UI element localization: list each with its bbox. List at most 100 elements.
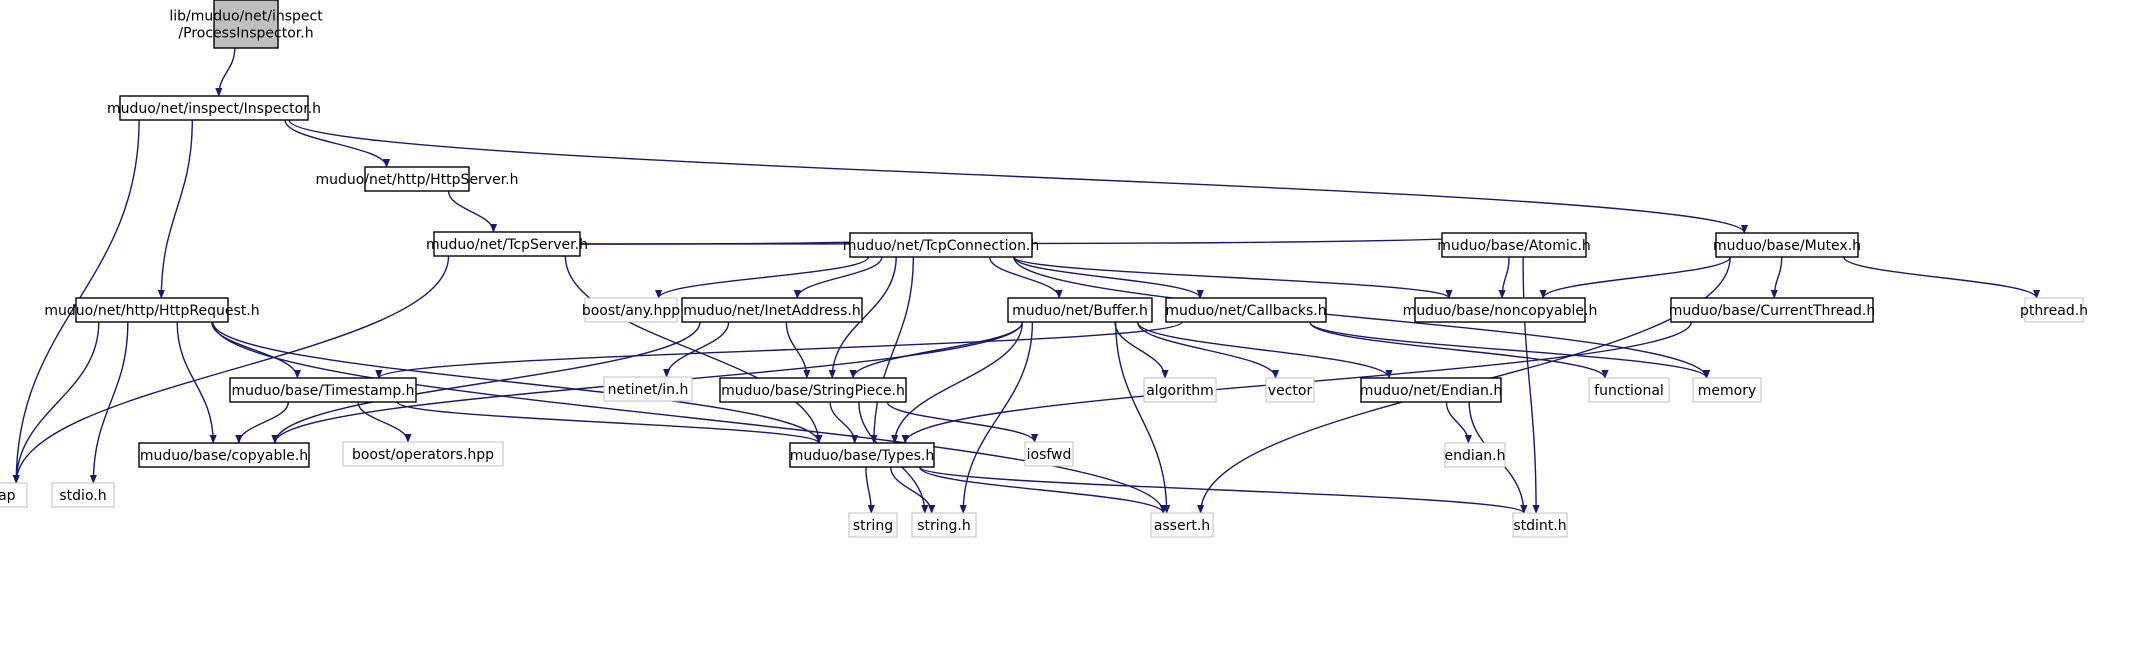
node-label-boostops: boost/operators.hpp	[352, 447, 494, 463]
node-box-tcpserver	[433, 231, 581, 257]
node-label-httpserver: muduo/net/http/HttpServer.h	[315, 172, 518, 188]
node-label-stringh: string.h	[917, 518, 971, 534]
node-label-buffer: muduo/net/Buffer.h	[1012, 303, 1148, 319]
edge-atomic-to-stdint	[1522, 256, 1540, 514]
edge-buffer-to-vector	[1136, 321, 1280, 379]
node-label-copyable: muduo/base/copyable.h	[140, 448, 308, 464]
node-box-vector	[1265, 377, 1315, 403]
node-root[interactable]: lib/muduo/net/inspect/ProcessInspector.h	[169, 0, 323, 49]
node-label-vector: vector	[1268, 383, 1313, 399]
node-stringh: string.h	[911, 512, 977, 538]
node-label-timestamp: muduo/base/Timestamp.h	[231, 383, 414, 399]
node-box-inetaddress	[681, 297, 863, 323]
node-label-noncopyable: muduo/base/noncopyable.h	[1403, 303, 1598, 319]
node-stringpiece[interactable]: muduo/base/StringPiece.h	[719, 377, 907, 403]
node-box-iosfwd	[1024, 441, 1074, 467]
edge-mutex-to-currentthread	[1770, 256, 1783, 299]
edge-tcpconnection-to-types	[870, 256, 915, 444]
edge-types-to-stringh	[890, 466, 936, 514]
node-box-endianh	[1444, 442, 1506, 468]
edge-tcpconnection-to-stringpiece	[828, 256, 897, 379]
edge-stringpiece-to-iosfwd	[886, 401, 1039, 443]
edge-tcpserver-to-types	[564, 255, 823, 444]
edge-callbacks-to-memory	[1309, 321, 1711, 379]
node-box-algorithm	[1143, 377, 1217, 403]
node-buffer[interactable]: muduo/net/Buffer.h	[1007, 297, 1153, 323]
node-boostops: boost/operators.hpp	[342, 441, 504, 467]
node-tcpconnection[interactable]: muduo/net/TcpConnection.h	[843, 232, 1040, 258]
node-functional: functional	[1588, 377, 1670, 403]
edge-endian-to-endianh	[1445, 401, 1472, 444]
node-label-netinet: netinet/in.h	[608, 382, 689, 398]
edge-mutex-to-pthread	[1843, 256, 2041, 299]
edge-inspector-to-httpserver	[284, 119, 391, 168]
edge-tcpconnection-to-noncopyable	[1013, 256, 1453, 299]
node-label-map: map	[0, 488, 16, 504]
node-inetaddress[interactable]: muduo/net/InetAddress.h	[681, 297, 863, 323]
node-box-boostops	[342, 441, 504, 467]
node-copyable[interactable]: muduo/base/copyable.h	[138, 442, 310, 468]
node-string: string	[848, 512, 898, 538]
edge-timestamp-to-types	[396, 401, 823, 444]
edge-buffer-to-algorithm	[1114, 321, 1169, 379]
node-label-algorithm: algorithm	[1146, 383, 1214, 399]
edge-inetaddress-to-netinet	[663, 321, 730, 378]
node-box-stringh	[911, 512, 977, 538]
node-box-mutex	[1715, 232, 1859, 258]
node-box-stringpiece	[719, 377, 907, 403]
edge-types-to-assert	[918, 466, 1167, 514]
edge-httpserver-to-tcpserver	[447, 190, 498, 233]
node-box-noncopyable	[1414, 297, 1586, 323]
node-box-atomic	[1441, 232, 1587, 258]
node-httprequest[interactable]: muduo/net/http/HttpRequest.h	[44, 297, 260, 323]
node-box-endian	[1360, 377, 1502, 403]
edge-inspector-to-httprequest	[157, 119, 193, 299]
edge-atomic-to-noncopyable	[1498, 256, 1510, 299]
edge-root-to-inspector	[215, 47, 236, 97]
edge-tcpconnection-to-inetaddress	[793, 256, 883, 299]
node-label-inetaddress: muduo/net/InetAddress.h	[683, 303, 860, 319]
edge-buffer-to-stringh	[959, 321, 1034, 514]
edge-tcpserver-to-atomic	[579, 232, 1518, 245]
edge-stringpiece-to-types	[829, 401, 859, 444]
node-box-currentthread	[1670, 297, 1874, 323]
node-stdint: stdint.h	[1512, 512, 1568, 538]
node-tcpserver[interactable]: muduo/net/TcpServer.h	[426, 231, 588, 257]
node-endian[interactable]: muduo/net/Endian.h	[1360, 377, 1503, 403]
node-noncopyable[interactable]: muduo/base/noncopyable.h	[1403, 297, 1598, 323]
node-atomic[interactable]: muduo/base/Atomic.h	[1437, 232, 1591, 258]
edge-types-to-stdint	[918, 466, 1528, 514]
node-box-string	[848, 512, 898, 538]
node-box-functional	[1588, 377, 1670, 403]
node-box-stdint	[1512, 512, 1568, 538]
node-timestamp[interactable]: muduo/base/Timestamp.h	[229, 377, 417, 403]
node-label-pthread: pthread.h	[2020, 303, 2088, 319]
node-label-endian: muduo/net/Endian.h	[1360, 383, 1503, 399]
node-label-root: lib/muduo/net/inspect	[169, 9, 323, 25]
node-box-boostany	[584, 297, 678, 323]
edge-types-to-string	[865, 466, 875, 514]
node-label-stdint: stdint.h	[1513, 518, 1566, 534]
edge-tcpconnection-to-boostany	[655, 256, 869, 299]
node-algorithm: algorithm	[1143, 377, 1217, 403]
node-types[interactable]: muduo/base/Types.h	[789, 442, 935, 468]
edge-mutex-to-noncopyable	[1539, 256, 1731, 299]
node-box-buffer	[1007, 297, 1153, 323]
node-box-stdio	[51, 482, 115, 508]
node-label-types: muduo/base/Types.h	[790, 448, 934, 464]
node-label-inspector: muduo/net/inspect/Inspector.h	[107, 101, 321, 117]
node-mutex[interactable]: muduo/base/Mutex.h	[1713, 232, 1861, 258]
edge-timestamp-to-boostops	[357, 401, 412, 443]
node-inspector[interactable]: muduo/net/inspect/Inspector.h	[107, 95, 321, 121]
node-label-boostany: boost/any.hpp	[582, 303, 680, 319]
node-callbacks[interactable]: muduo/net/Callbacks.h	[1165, 297, 1327, 323]
node-box-callbacks	[1165, 297, 1327, 323]
node-label-callbacks: muduo/net/Callbacks.h	[1165, 303, 1326, 319]
node-httpserver[interactable]: muduo/net/http/HttpServer.h	[315, 166, 519, 192]
node-iosfwd: iosfwd	[1024, 441, 1074, 467]
node-label-iosfwd: iosfwd	[1027, 447, 1072, 463]
node-netinet: netinet/in.h	[603, 376, 693, 402]
node-currentthread[interactable]: muduo/base/CurrentThread.h	[1669, 297, 1876, 323]
node-label-memory: memory	[1698, 383, 1757, 399]
edge-httprequest-to-map	[12, 321, 100, 484]
